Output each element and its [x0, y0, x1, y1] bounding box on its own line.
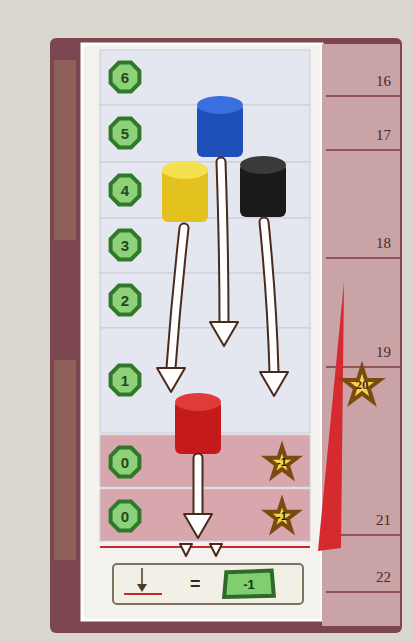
- score-number: 16: [376, 74, 391, 89]
- node-text: 3: [121, 237, 129, 254]
- value-octagon: 6: [110, 62, 140, 92]
- node-text: 20: [356, 377, 369, 393]
- score-star: 20: [343, 366, 381, 404]
- node-text: -1: [277, 510, 287, 522]
- value-octagon: 4: [110, 175, 140, 205]
- value-octagon: 5: [110, 118, 140, 148]
- value-octagon: 0: [110, 501, 140, 531]
- score-number: 18: [376, 236, 391, 251]
- node-text: 4: [121, 182, 129, 199]
- score-number: 17: [376, 128, 391, 143]
- node-text: 6: [121, 69, 129, 86]
- node-text: 0: [121, 454, 129, 471]
- value-octagon: 2: [110, 285, 140, 315]
- node-text: 0: [121, 508, 129, 525]
- node-text: 2: [121, 292, 129, 309]
- value-octagon: 1: [110, 365, 140, 395]
- rule-box: = -1: [112, 563, 304, 605]
- node-text: 1: [121, 372, 129, 389]
- node-text: -1: [277, 456, 287, 468]
- score-number: 19: [376, 345, 391, 360]
- node-text: =: [190, 574, 201, 595]
- penalty-star: -1: [266, 500, 298, 532]
- node-text: -1: [243, 577, 255, 592]
- value-octagon: 3: [110, 230, 140, 260]
- value-octagon: 0: [110, 447, 140, 477]
- money-card: -1: [222, 570, 276, 598]
- score-number: 22: [376, 570, 391, 585]
- score-number: 21: [376, 513, 391, 528]
- node-text: 5: [121, 125, 129, 142]
- penalty-star: -1: [266, 446, 298, 478]
